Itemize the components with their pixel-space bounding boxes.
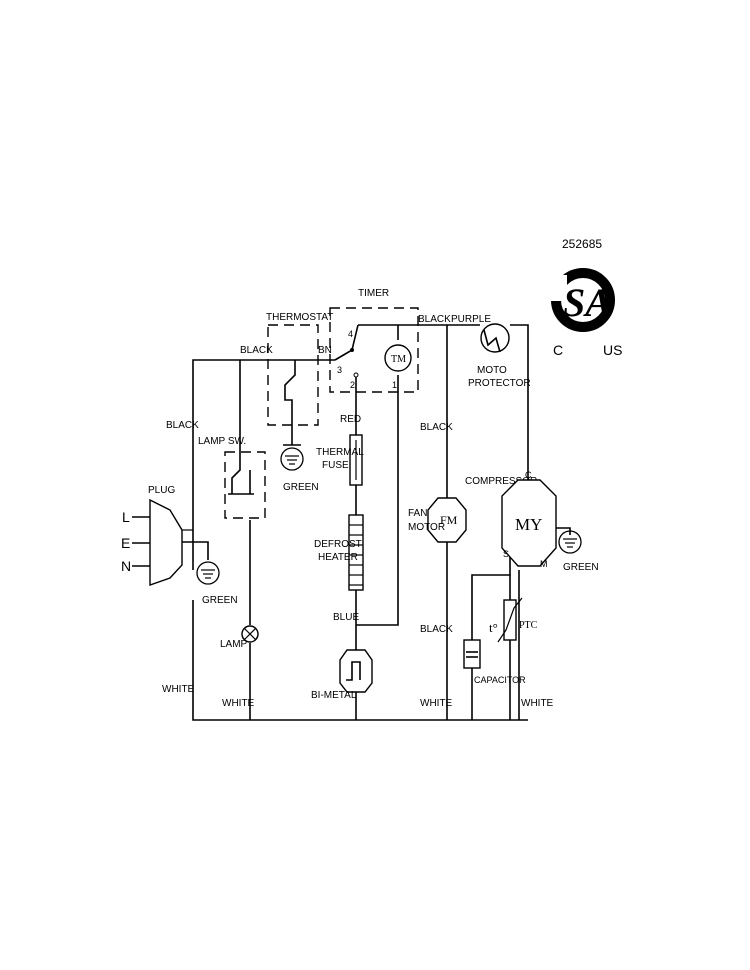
thermostat-ground-icon — [280, 447, 304, 471]
registered-mark: ® — [603, 300, 610, 310]
timer-label: TIMER — [358, 288, 389, 299]
motor-label: MOTOR — [408, 522, 445, 533]
cert-number: 252685 — [562, 237, 602, 251]
capacitor-label: CAPACITOR — [474, 675, 526, 685]
fan-motor: FM FAN MOTOR BLACK BLACK — [408, 422, 467, 635]
compressor-icon — [501, 479, 557, 567]
green-compressor-label: GREEN — [563, 562, 599, 573]
lamp-switch-dashed-box — [224, 451, 266, 519]
thermal-fuse: RED THERMAL FUSE — [316, 414, 364, 486]
fan-label: FAN — [408, 508, 427, 519]
moto-label: MOTO — [477, 365, 507, 376]
fan-motor-icon — [427, 497, 467, 543]
lamp: LAMP — [220, 625, 259, 650]
plug-body-icon — [149, 498, 183, 586]
bi-metal: BI-METAL — [311, 649, 373, 701]
compressor: COMPRESSOR MY C S M GREEN — [465, 470, 599, 573]
ptc-label: PTC — [519, 620, 538, 631]
timer-motor-icon — [384, 344, 412, 372]
plug-ground-icon — [196, 561, 220, 585]
thermal-label: THERMAL — [316, 447, 364, 458]
protector-label: PROTECTOR — [468, 378, 531, 389]
my-label: MY — [515, 515, 542, 534]
fm-label: FM — [440, 513, 458, 527]
timer-dashed-box — [329, 307, 419, 393]
plug: PLUG L E N GREEN — [121, 485, 238, 606]
black-top-right-label: BLACK — [418, 314, 451, 325]
csa-certification-mark: 252685 SA ® C US — [545, 237, 622, 358]
timer: TIMER 4 3 2 1 TM — [329, 288, 419, 393]
plug-label: PLUG — [148, 485, 175, 496]
csa-mark-letters: SA — [563, 280, 612, 325]
plug-n-label: N — [121, 558, 131, 574]
wires — [182, 324, 529, 721]
bi-metal-label: BI-METAL — [311, 690, 357, 701]
red-label: RED — [340, 414, 361, 425]
defrost-label: DEFROST — [314, 539, 362, 550]
ptc-temp-label: t° — [489, 620, 498, 635]
purple-label: PURPLE — [451, 314, 491, 325]
thermostat-label: THERMOSTAT — [266, 312, 333, 323]
black-lower-label: BLACK — [420, 624, 453, 635]
black-left-label: BLACK — [166, 420, 199, 431]
defrost-heater: DEFROST HEATER BLUE — [314, 514, 364, 623]
white-label-2: WHITE — [222, 698, 255, 709]
thermostat: THERMOSTAT GREEN — [266, 312, 333, 493]
white-label-1: WHITE — [162, 684, 195, 695]
defrost-heater-icon — [348, 514, 364, 591]
capacitor-icon — [463, 639, 481, 669]
ptc: t° PTC — [489, 597, 538, 643]
csa-ring-gap — [545, 275, 567, 301]
lamp-label: LAMP — [220, 639, 248, 650]
timer-terminal-4: 4 — [348, 329, 353, 339]
blue-label: BLUE — [333, 612, 359, 623]
white-label-3: WHITE — [420, 698, 453, 709]
green-thermostat-label: GREEN — [283, 482, 319, 493]
black-top-left-label: BLACK — [240, 345, 273, 356]
timer-terminal-3: 3 — [337, 365, 342, 375]
plug-l-label: L — [122, 509, 130, 525]
cert-us: US — [603, 342, 622, 358]
timer-terminal-1: 1 — [392, 380, 397, 390]
heater-label: HEATER — [318, 552, 358, 563]
terminal-s-label: S — [503, 549, 509, 559]
thermostat-dashed-box — [267, 324, 319, 426]
plug-e-label: E — [121, 535, 130, 551]
compressor-ground-icon — [558, 530, 582, 554]
bi-metal-icon — [339, 649, 373, 693]
timer-terminal-2: 2 — [350, 380, 355, 390]
compressor-label: COMPRESSOR — [465, 476, 537, 487]
green-plug-label: GREEN — [202, 595, 238, 606]
fuse-label: FUSE — [322, 460, 349, 471]
cert-c: C — [553, 342, 563, 358]
lamp-switch-label: LAMP SW. — [198, 436, 246, 447]
tm-label: TM — [391, 354, 406, 365]
capacitor: CAPACITOR — [463, 639, 526, 685]
lamp-switch: LAMP SW. — [198, 436, 266, 519]
motor-protector: MOTO PROTECTOR — [468, 323, 531, 389]
bn-label: BN — [318, 345, 332, 356]
terminal-m-label: M — [540, 559, 548, 569]
white-label-4: WHITE — [521, 698, 554, 709]
terminal-c-label: C — [525, 470, 532, 480]
black-mid-label: BLACK — [420, 422, 453, 433]
